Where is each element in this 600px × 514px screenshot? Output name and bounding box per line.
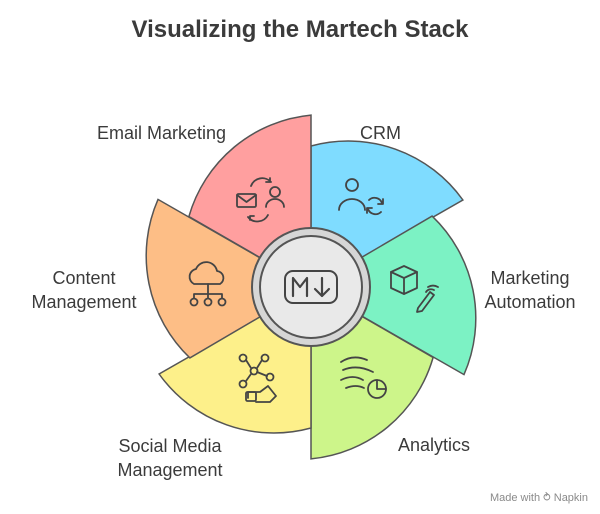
package-pen-icon [390,265,439,313]
page-title: Visualizing the Martech Stack [131,16,469,43]
footer-credit: Made with ⥁ Napkin [490,491,588,504]
label-social-media-management: Social Media Management [117,436,223,480]
users-sync-icon [338,178,384,216]
cloud-network-icon [188,261,227,307]
label-content-management: Content Management [31,268,137,312]
hand-network-icon [238,353,277,403]
segment-content-management [145,198,313,359]
napkin-logo-icon: ⥁ [543,492,551,504]
markdown-download-icon [284,270,338,304]
label-marketing-automation: Marketing Automation [484,268,576,312]
center-hub [259,235,363,339]
label-analytics: Analytics [398,435,471,455]
wind-pie-icon [340,356,387,399]
label-email-marketing: Email Marketing [96,123,226,143]
footer-made-with: Made with [489,492,541,504]
segment-marketing-automation [309,215,477,376]
mail-user-sync-icon [236,177,285,223]
label-crm: CRM [360,123,401,143]
footer-brand: Napkin [553,492,588,504]
